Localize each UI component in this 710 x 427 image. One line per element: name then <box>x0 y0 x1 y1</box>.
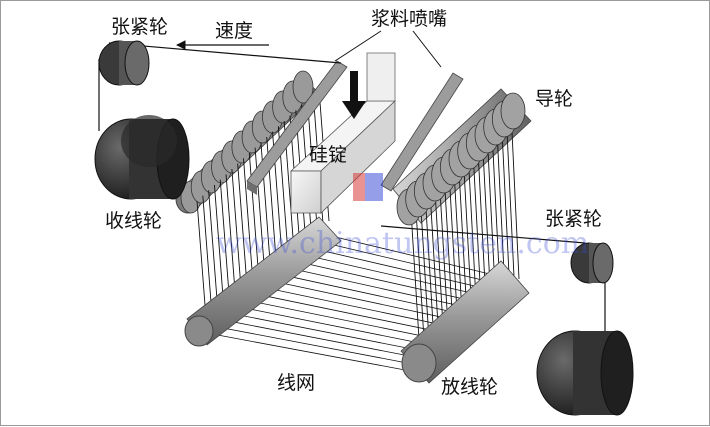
feed-direction-arrow <box>342 71 366 119</box>
label-pay-off-wheel: 放线轮 <box>441 376 498 398</box>
web-wire <box>243 158 254 290</box>
wire-rings-front-right <box>396 92 526 226</box>
web-wire <box>214 326 428 368</box>
silicon-ingot <box>289 52 397 214</box>
label-wire-web: 线网 <box>277 372 315 394</box>
guide-roller-bottom-right <box>400 260 530 384</box>
web-wire <box>510 110 520 280</box>
label-take-up-wheel: 收线轮 <box>105 210 162 232</box>
watermark-logo <box>353 173 383 201</box>
pay-off-spool-icon <box>536 330 634 416</box>
wire-path-top <box>98 42 342 131</box>
label-silicon-ingot: 硅锭 <box>309 144 347 166</box>
web-wire <box>237 163 249 295</box>
nozzle-leader-lines <box>334 30 442 68</box>
slurry-nozzle-right <box>380 72 464 192</box>
web-wire <box>206 332 422 374</box>
label-tension-wheel-right: 张紧轮 <box>545 208 602 230</box>
label-tension-wheel-top: 张紧轮 <box>111 16 168 38</box>
web-wire <box>222 319 435 362</box>
tension-wheel-right-icon <box>570 242 614 284</box>
take-up-spool-icon <box>94 115 190 200</box>
guide-roller-bottom-left <box>184 216 342 347</box>
web-wire <box>501 120 511 288</box>
web-wire <box>505 115 515 284</box>
roller-ring <box>292 70 314 104</box>
label-speed: 速度 <box>215 20 253 42</box>
tension-wheel-top-icon <box>98 40 150 86</box>
roller-ring <box>500 92 526 130</box>
label-guide-wheel: 导轮 <box>535 88 573 110</box>
slurry-nozzle-left <box>246 60 348 195</box>
label-slurry-nozzle: 浆料喷嘴 <box>371 8 447 30</box>
wire-rings-back-left <box>180 70 314 214</box>
watermark-text: www.chinatungsten.com <box>216 226 589 261</box>
web-wire <box>248 152 260 284</box>
